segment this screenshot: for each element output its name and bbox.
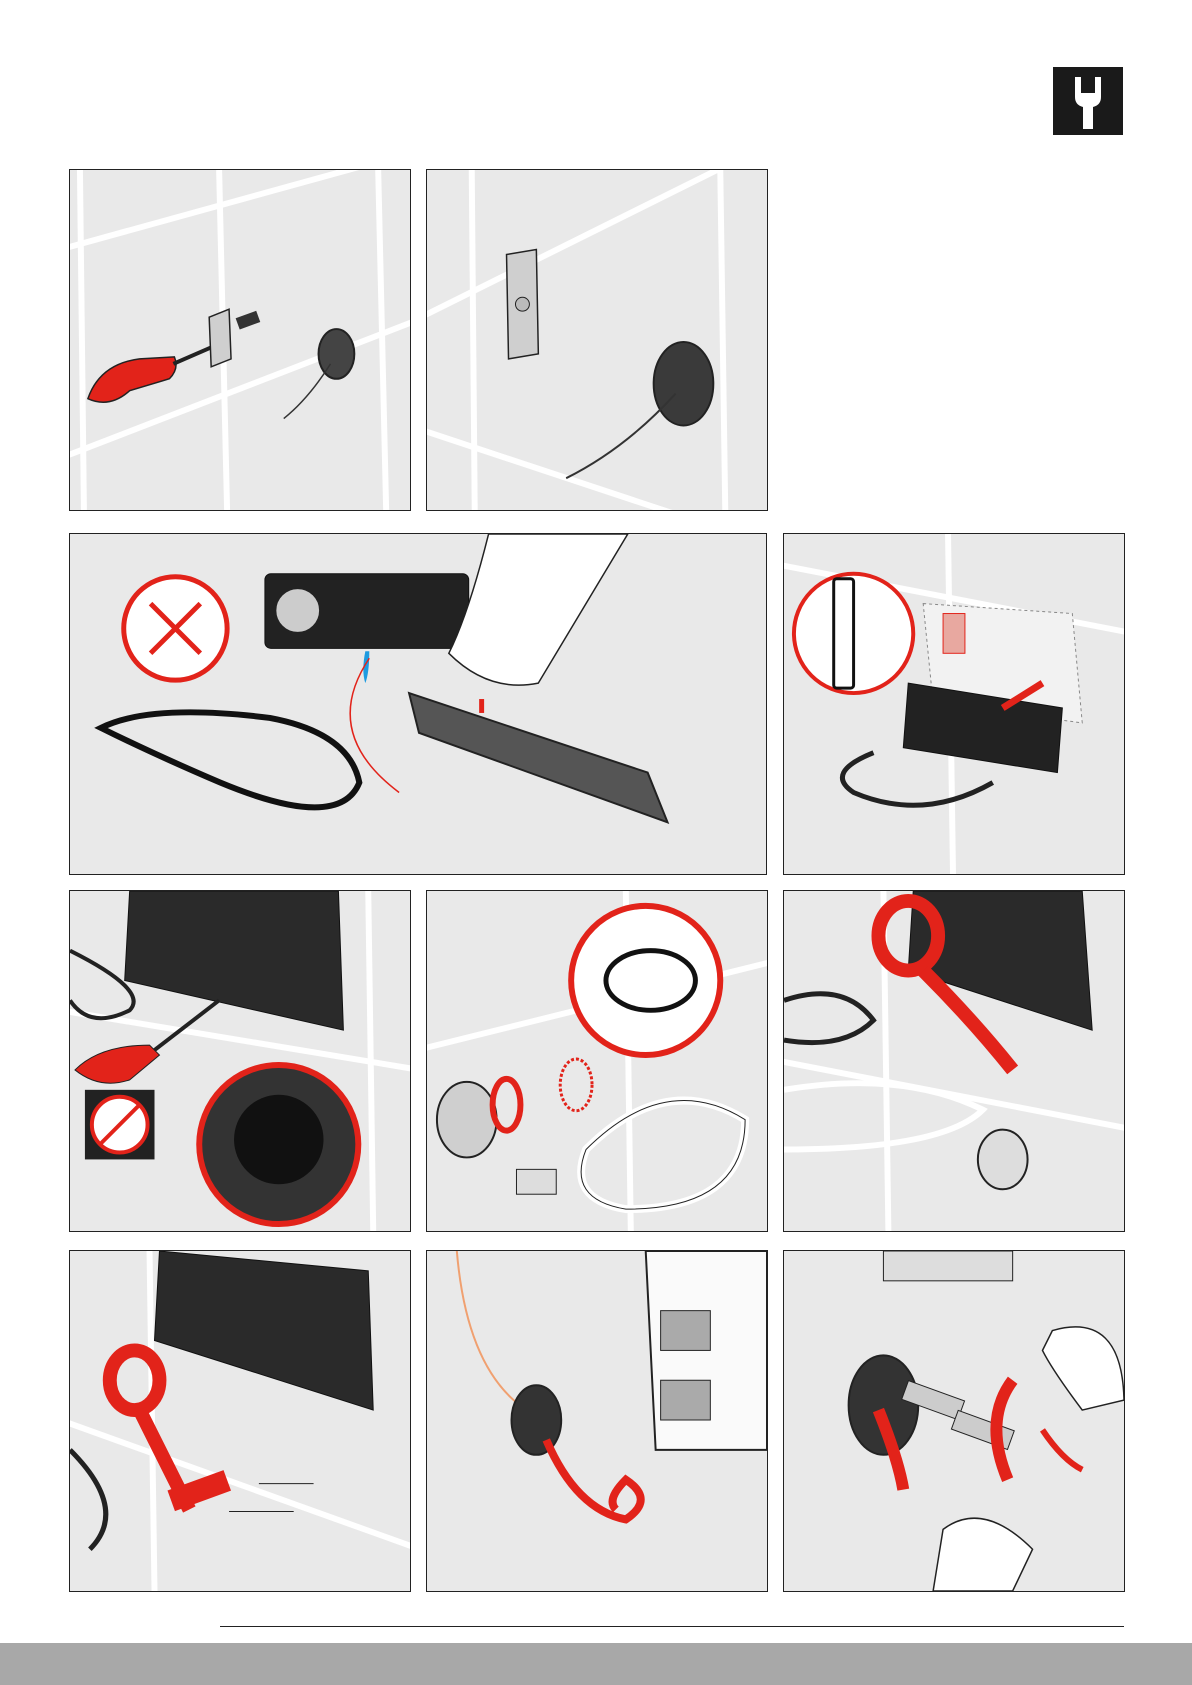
panel-mount-bracket <box>69 169 411 511</box>
wrench-icon <box>1053 67 1123 135</box>
panel-fit-panel <box>783 533 1125 875</box>
panel-seal-preparation <box>69 533 767 875</box>
panel-bracket-mounted <box>426 169 768 511</box>
panel-sensor-seal <box>426 890 768 1232</box>
panel-pull-cable <box>426 1250 768 1592</box>
panel-screw-fixing <box>69 890 411 1232</box>
panel-connect-plugs <box>783 1250 1125 1592</box>
footer-rule <box>220 1626 1124 1627</box>
panel-tape-cable <box>783 890 1125 1232</box>
footer-bar <box>0 1643 1192 1685</box>
panel-tape-detail <box>69 1250 411 1592</box>
